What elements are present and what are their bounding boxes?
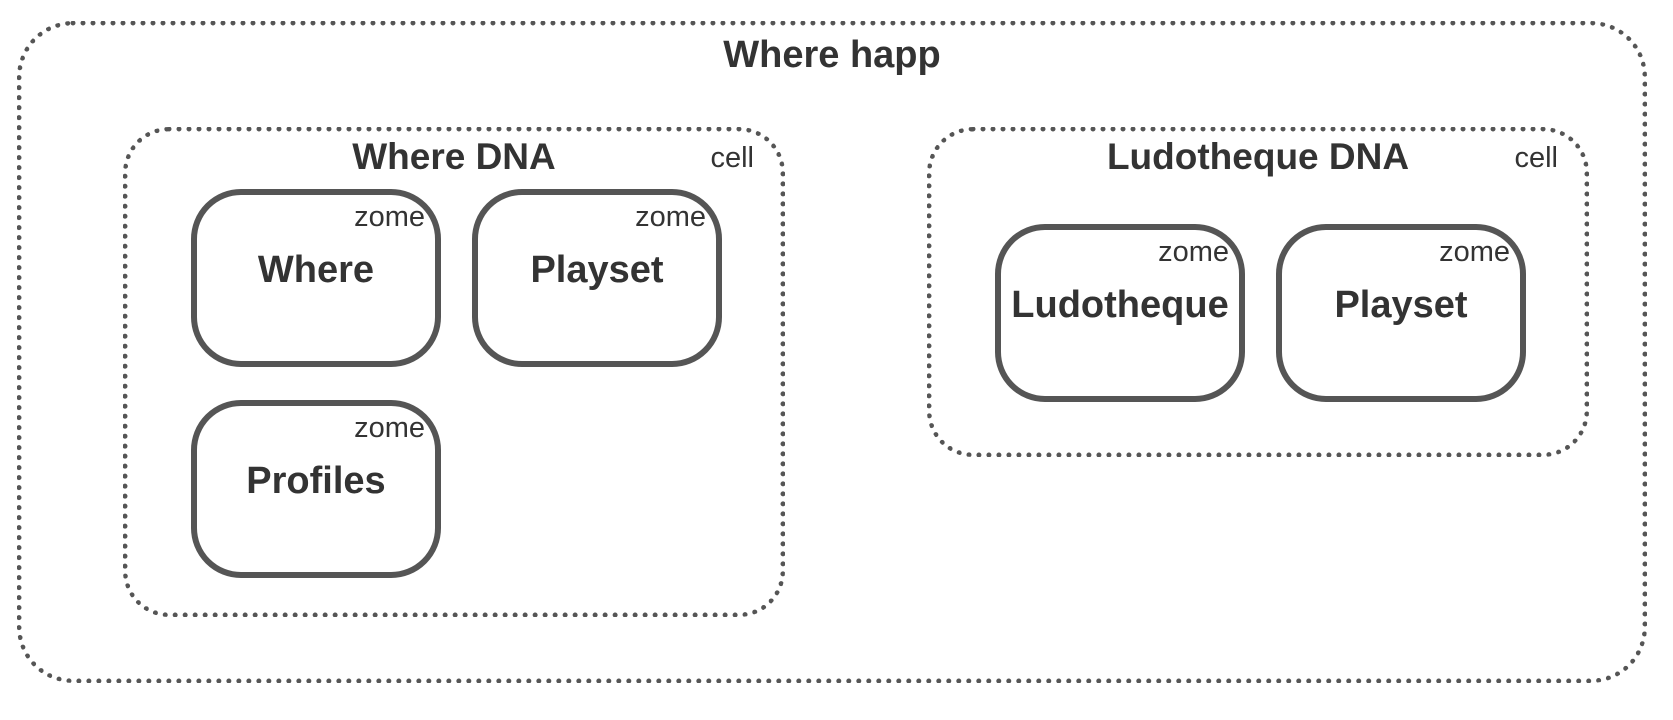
cell-title: Where DNA (352, 136, 556, 177)
cell-type-label: cell (1514, 142, 1558, 174)
cell-where-dna: Where DNA cell zome Where zome Playset z… (123, 127, 785, 617)
zome-name: Playset (530, 249, 664, 291)
zome-name: Profiles (246, 460, 386, 502)
zome-playset: zome Playset (472, 189, 722, 367)
zome-type-label: zome (635, 201, 706, 233)
zome-where: zome Where (191, 189, 441, 367)
zome-ludotheque: zome Ludotheque (995, 224, 1245, 402)
cell-ludotheque-dna: Ludotheque DNA cell zome Ludotheque zome… (927, 127, 1589, 457)
zome-name: Ludotheque (1011, 284, 1229, 326)
zome-name: Where (257, 249, 375, 291)
zome-name: Playset (1334, 284, 1468, 326)
zome-playset: zome Playset (1276, 224, 1526, 402)
zome-profiles: zome Profiles (191, 400, 441, 578)
cell-type-label: cell (710, 142, 754, 174)
zome-type-label: zome (1439, 236, 1510, 268)
happ-container: Where happ (17, 21, 1647, 683)
happ-title: Where happ (723, 34, 941, 76)
zome-type-label: zome (354, 201, 425, 233)
cell-title: Ludotheque DNA (1106, 136, 1410, 177)
zome-type-label: zome (354, 412, 425, 444)
zome-type-label: zome (1158, 236, 1229, 268)
